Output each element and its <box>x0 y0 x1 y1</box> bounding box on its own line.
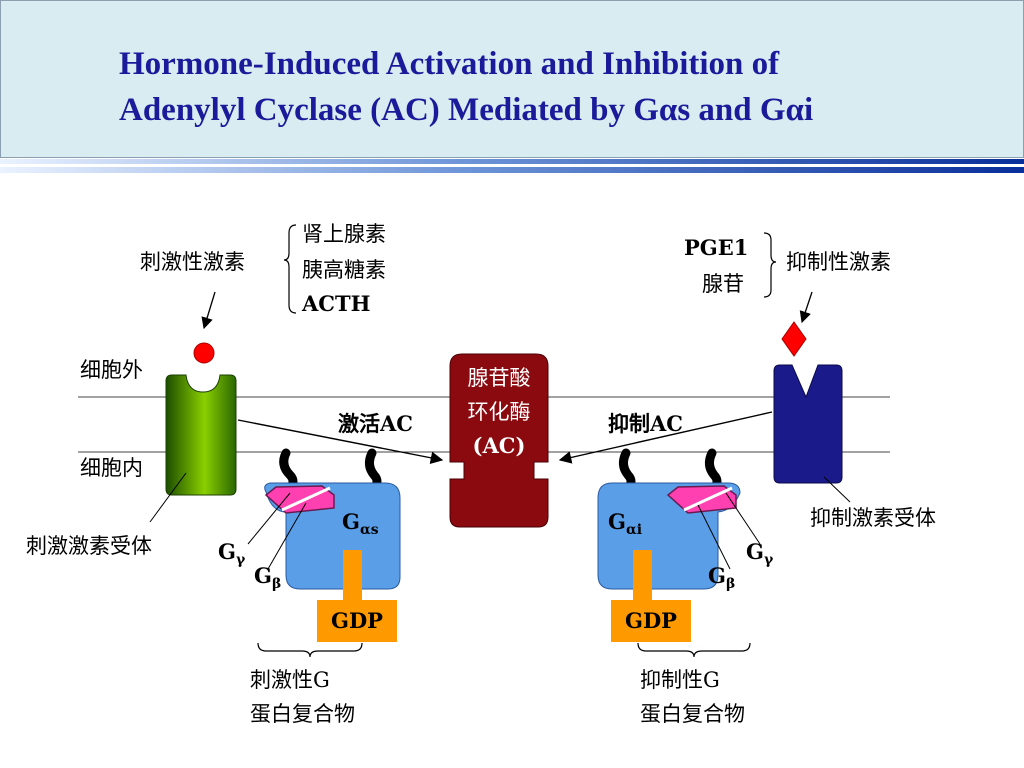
inhib-gdp-box <box>611 600 691 642</box>
intracellular-label: 细胞内 <box>80 456 143 480</box>
title-banner: Hormone-Induced Activation and Inhibitio… <box>0 0 1024 158</box>
ac-label-line-2: 环化酶 <box>467 400 531 424</box>
inhib-complex-line-2: 蛋白复合物 <box>640 702 745 726</box>
activate-ac-label: 激活AC <box>338 411 414 436</box>
stim-gamma-pointer <box>247 492 291 545</box>
decorative-bands <box>0 159 1024 173</box>
hormone-glucagon: 胰高糖素 <box>302 258 386 282</box>
inhib-beta-gamma-divider <box>683 486 733 512</box>
stim-receptor-label: 刺激激素受体 <box>26 534 152 558</box>
hormone-acth: ACTH <box>302 291 371 316</box>
inhib-g-beta-label: Gβ <box>708 563 736 593</box>
stim-complex-brace <box>257 642 363 658</box>
inhibit-ac-label: 抑制AC <box>608 411 684 436</box>
title-line-2: Adenylyl Cyclase (AC) Mediated by Gαs an… <box>119 92 814 128</box>
title-line-1: Hormone-Induced Activation and Inhibitio… <box>119 46 780 82</box>
stim-hormone-pointer <box>201 291 216 330</box>
inhib-complex-line-1: 抑制性G <box>640 668 720 692</box>
stim-hormone-brace <box>283 224 297 314</box>
inhib-gdp-stem <box>633 550 652 600</box>
stim-gdp-stem <box>343 550 362 600</box>
inhib-hormone-pointer <box>799 291 813 324</box>
stim-complex-line-2: 蛋白复合物 <box>250 702 355 726</box>
slide-title: Hormone-Induced Activation and Inhibitio… <box>119 41 999 133</box>
inhib-g-gamma-label: Gγ <box>746 539 774 569</box>
inhibit-ac-arrow <box>558 411 773 464</box>
alpha-symbol: α <box>785 92 804 128</box>
hormone-adenosine: 腺苷 <box>702 272 744 296</box>
stim-complex-line-1: 刺激性G <box>250 668 330 692</box>
ac-label-line-1: 腺苷酸 <box>467 366 531 390</box>
inhib-complex-brace <box>637 642 751 658</box>
ac-label-line-3: (AC) <box>472 433 526 458</box>
extracellular-label: 细胞外 <box>80 358 143 382</box>
ac-signaling-diagram: 刺激性激素 肾上腺素 胰高糖素 ACTH PGE1 腺苷 抑制性激素 细胞外 细… <box>0 177 1024 768</box>
adenylyl-cyclase <box>449 353 549 528</box>
alpha-symbol: α <box>658 92 678 128</box>
g-alpha-i-label: Gαi <box>608 509 643 539</box>
hormone-pge1: PGE1 <box>684 235 749 260</box>
inhib-beta-pointer <box>697 504 731 570</box>
stim-gdp-label: GDP <box>331 608 383 633</box>
inhib-receptor-label: 抑制激素受体 <box>810 506 936 530</box>
stim-beta-gamma-divider <box>281 486 331 512</box>
inhib-gamma-pointer <box>725 492 761 545</box>
stim-receptor <box>165 374 237 496</box>
stim-hormone-label: 刺激性激素 <box>140 250 245 274</box>
hormone-epinephrine: 肾上腺素 <box>302 222 386 246</box>
activate-ac-arrow <box>237 419 444 465</box>
stim-g-beta-label: Gβ <box>254 563 282 593</box>
inhib-hormone-brace <box>763 232 777 298</box>
inhib-hormone-label: 抑制性激素 <box>786 250 891 274</box>
stim-receptor-pointer <box>149 472 187 523</box>
inhib-receptor-pointer <box>823 476 851 503</box>
inhib-gdp-label: GDP <box>625 608 677 633</box>
stim-g-gamma-label: Gγ <box>218 539 246 569</box>
inhib-receptor <box>773 364 843 484</box>
diagram-shapes <box>78 224 890 658</box>
stim-beta-pointer <box>267 502 307 570</box>
stim-hormone-circle <box>193 342 215 364</box>
g-alpha-s-label: Gαs <box>342 509 379 539</box>
inhib-hormone-diamond <box>781 321 807 357</box>
stim-gdp-box <box>317 600 397 642</box>
